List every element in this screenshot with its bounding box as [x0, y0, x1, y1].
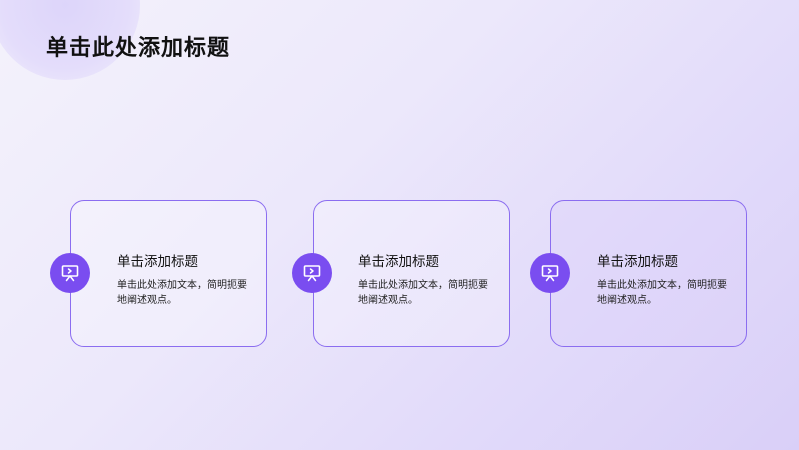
card-2-badge	[292, 253, 332, 293]
card-1-body[interactable]: 单击此处添加文本，简明扼要地阐述观点。	[117, 280, 247, 306]
presentation-board-icon	[303, 265, 321, 282]
card-1-badge	[50, 253, 90, 293]
card-3-badge	[530, 253, 570, 293]
card-1-heading[interactable]: 单击添加标题	[117, 254, 198, 270]
presentation-board-icon	[61, 265, 79, 282]
content-card-3[interactable]	[550, 200, 747, 347]
slide-title[interactable]: 单击此处添加标题	[46, 36, 231, 61]
card-3-body[interactable]: 单击此处添加文本，简明扼要地阐述观点。	[597, 280, 727, 306]
card-3-heading[interactable]: 单击添加标题	[597, 254, 678, 270]
card-2-heading[interactable]: 单击添加标题	[358, 254, 439, 270]
content-card-2[interactable]	[313, 200, 510, 347]
content-card-1[interactable]	[70, 200, 267, 347]
presentation-board-icon	[541, 265, 559, 282]
card-2-body[interactable]: 单击此处添加文本，简明扼要地阐述观点。	[358, 280, 488, 306]
